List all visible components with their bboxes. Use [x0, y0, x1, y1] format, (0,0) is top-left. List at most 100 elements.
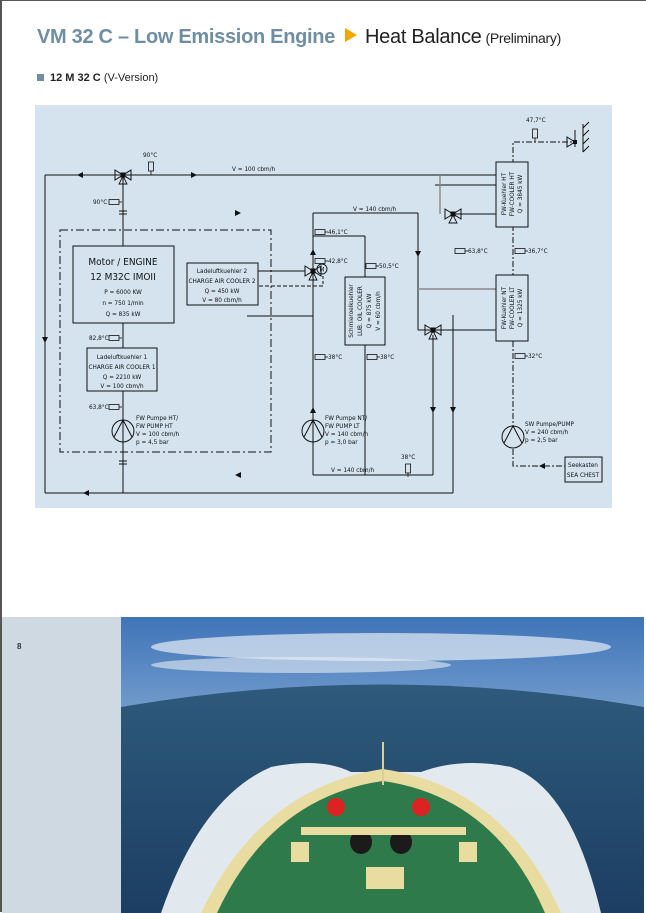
deck-capstan [412, 798, 430, 816]
cac1-box [86, 347, 158, 392]
engine-power: P = 6000 KW [104, 288, 142, 296]
pump-ht-pressure: p = 4,5 bar [136, 438, 169, 446]
cac1-label-en: CHARGE AIR COOLER 1 [88, 363, 155, 371]
sea-chest-de: Seekasten [568, 461, 598, 469]
temp-lt-38: 38°C [328, 353, 342, 361]
lub-cooler-de: Schmieroelkuehler [347, 284, 355, 338]
arrow-right-icon [345, 28, 358, 42]
ht-cooler-heat: Q = 3845 kW [516, 174, 524, 213]
pump-lt-de: FW Pumpe NT/ [325, 414, 367, 422]
ship-bow-photo [121, 617, 644, 913]
thermometer-icon [366, 354, 381, 360]
pump-sw-icon [501, 425, 525, 449]
lub-cooler-heat: Q = 875 kW [365, 293, 373, 328]
ht-cooler-en: FW-COOLER HT [508, 171, 516, 216]
pump-sw-name: SW Pumpe/PUMP [525, 420, 575, 428]
deck-capstan [327, 798, 345, 816]
temp-lt-461: 46,1°C [328, 228, 348, 236]
flow-arrow [539, 463, 545, 469]
page-title: VM 32 C – Low Emission Engine Heat Balanc… [37, 26, 561, 49]
cac1-label-de: Ladeluftkuehler 1 [97, 353, 148, 361]
engine-box [72, 245, 175, 324]
engine-label-2: 12 M32C IMOII [90, 272, 155, 283]
lt-cooler-box [495, 274, 529, 342]
flow-arrow [415, 251, 421, 257]
thermometer-icon [514, 248, 529, 254]
cac1-heat: Q = 2210 kW [103, 373, 142, 381]
pump-lt-pressure: p = 3,0 bar [325, 438, 358, 446]
thermometer-icon [532, 128, 538, 143]
thermometer-icon [314, 354, 329, 360]
pump-lt-en: FW PUMP LT [325, 422, 360, 430]
flow-arrow [310, 407, 316, 413]
flow-arrow [235, 472, 241, 478]
pipe-sw-seachest [512, 449, 565, 467]
lt-cooler-heat: Q = 1325 kW [516, 288, 524, 327]
temp-lt-428: 42,8°C [328, 257, 348, 265]
flow-arrow [450, 407, 456, 413]
cac2-label-de: Ladeluftkuehler 2 [197, 267, 248, 275]
lub-cooler-box [344, 276, 386, 346]
bullet-square-icon [37, 74, 44, 81]
diagram-svg: M Motor / ENGINE 12 M32C IMOII P = 6000 … [42, 116, 603, 496]
lub-cooler-flow: V = 60 cbm/h [374, 291, 382, 331]
motor-icon [316, 263, 328, 275]
flow-lt-top: V = 140 cbm/h [353, 205, 397, 213]
temp-engine-out: 82,8°C [89, 334, 109, 342]
pipe-sw-out [512, 141, 575, 165]
flow-arrow [77, 172, 83, 178]
cac2-label-en: CHARGE AIR COOLER 2 [188, 277, 255, 285]
temp-lub-505: 50,5°C [379, 262, 399, 270]
title-main: VM 32 C – Low Emission Engine [37, 26, 336, 48]
temp-sw-32: 32°C [528, 352, 542, 360]
lub-cooler-en: LUB. OIL COOLER [356, 286, 364, 336]
pump-lt-flow: V = 140 cbm/h [325, 430, 369, 438]
flow-ht-top: V = 100 cbm/h [232, 165, 276, 173]
ht-cooler-de: FW-Kuehler HT [500, 172, 508, 215]
thermometer-icon [108, 404, 123, 410]
photo-illustration [121, 617, 644, 913]
flow-arrow [235, 210, 241, 216]
engine-heat: Q = 835 kW [106, 310, 141, 318]
thermometer-icon [454, 248, 469, 254]
flow-arrow [430, 407, 436, 413]
pump-ht-de: FW Pumpe HT/ [136, 414, 178, 422]
thermometer-icon [314, 258, 329, 264]
engine-speed: n = 750 1/min [102, 299, 144, 307]
temp-pump-ht: 63,8°C [89, 403, 109, 411]
lt-cooler-de: FW-Kuehler NT [500, 286, 508, 329]
temp-top-valve: 90°C [143, 151, 157, 159]
title-note: (Preliminary) [485, 30, 562, 46]
temp-lub-38: 38°C [380, 353, 394, 361]
thermometer-icon [514, 353, 529, 359]
title-section: Heat Balance [365, 26, 482, 48]
side-panel [2, 617, 121, 913]
sea-chest-en: SEA CHEST [567, 471, 600, 479]
engine-label-1: Motor / ENGINE [88, 257, 158, 268]
temp-lt-bottom: 38°C [401, 453, 415, 461]
flow-arrow [310, 249, 316, 255]
sea-chest-box [564, 456, 603, 483]
cac2-flow: V = 80 cbm/h [202, 296, 242, 304]
temp-engine-in: 90°C [93, 198, 107, 206]
pump-sw-pressure: p = 2,5 bar [525, 436, 558, 444]
thermometer-icon [365, 263, 380, 269]
lt-cooler-en: FW-COOLER LT [508, 286, 516, 329]
cac2-box [186, 262, 259, 306]
subtitle-version: (V-Version) [103, 72, 159, 84]
thermometer-icon [314, 229, 329, 235]
motor-symbol: M [320, 266, 325, 274]
flow-arrow [191, 172, 197, 178]
subtitle-model: 12 M 32 C [50, 72, 101, 84]
page-number: 8 [17, 642, 22, 651]
overboard-valve [566, 121, 590, 153]
pump-ht-flow: V = 100 cbm/h [136, 430, 180, 438]
temp-sw-367: 36,7°C [528, 247, 548, 255]
subtitle: 12 M 32 C (V-Version) [37, 72, 158, 84]
cac1-flow: V = 100 cbm/h [100, 382, 144, 390]
three-way-valve-ht-cooler [444, 208, 462, 224]
ht-cooler-box [495, 161, 529, 228]
flow-lt-bottom: V = 140 cbm/h [331, 466, 375, 474]
heat-balance-diagram: M Motor / ENGINE 12 M32C IMOII P = 6000 … [35, 105, 612, 508]
